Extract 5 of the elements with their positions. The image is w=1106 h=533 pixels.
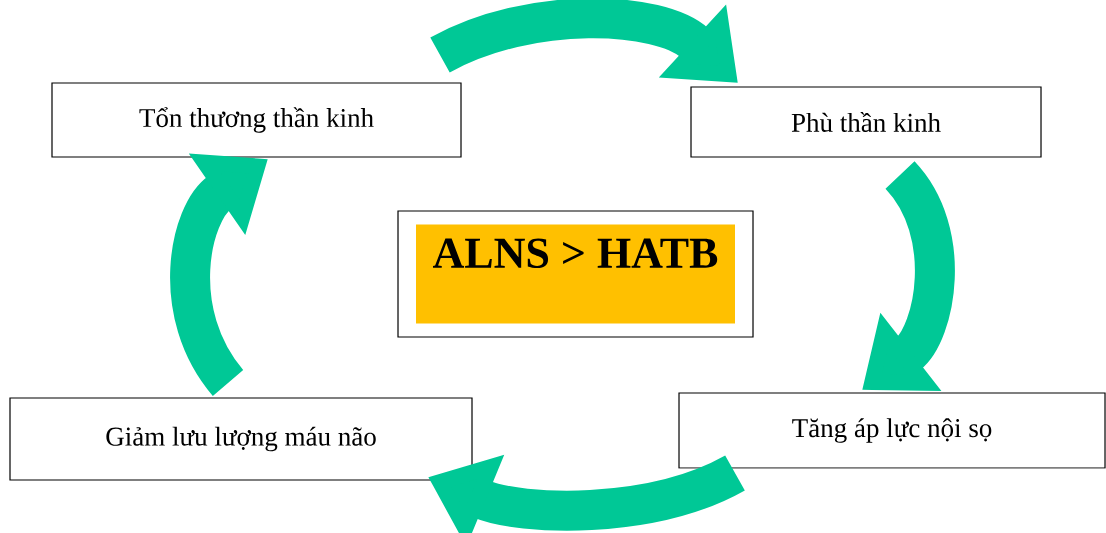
process-box: Tăng áp lực nội sọ xyxy=(678,392,1106,469)
process-box: Phù thần kinh xyxy=(690,86,1042,158)
process-box: Tổn thương thần kinh xyxy=(51,82,462,158)
highlight-box: ALNS > HATB xyxy=(397,210,754,338)
process-box: Giảm lưu lượng máu não xyxy=(9,397,473,481)
